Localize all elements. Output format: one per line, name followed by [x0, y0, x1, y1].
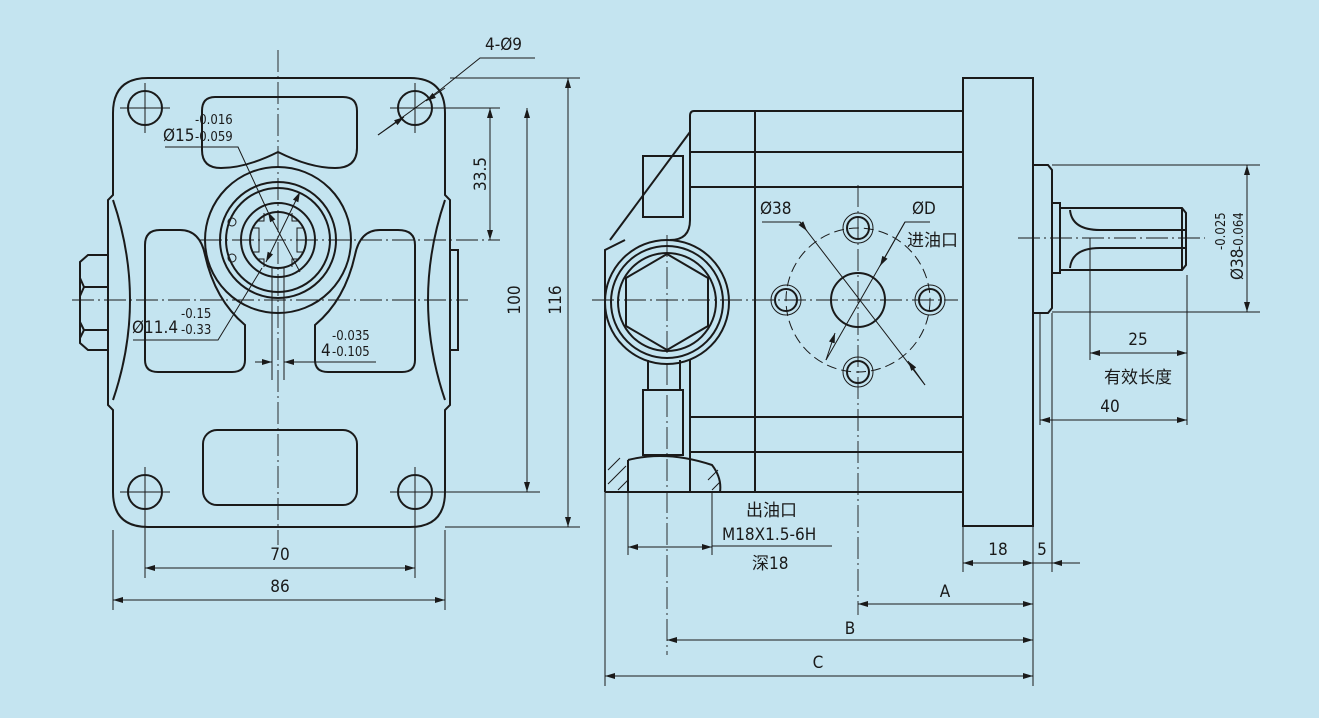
bolt-circle-label: Ø38 — [760, 199, 792, 219]
dim-86: 86 — [270, 577, 289, 597]
lower-boss — [642, 389, 684, 456]
right-pocket — [314, 229, 416, 373]
drain-bolt — [79, 254, 109, 351]
key-width-upper: -0.035 — [332, 329, 370, 344]
shaft-dia-lower: -0.059 — [195, 130, 233, 145]
port-block — [604, 131, 691, 492]
dim-5: 5 — [1037, 540, 1047, 560]
dim-40: 40 — [1100, 397, 1119, 417]
pump-body — [605, 110, 963, 493]
dim-25: 25 — [1128, 330, 1147, 350]
shaft-dia-lower: -0.064 — [1232, 212, 1247, 250]
outlet-depth: 深18 — [752, 554, 788, 574]
front-body-outline — [107, 77, 451, 528]
dim-C: C — [813, 653, 824, 673]
dim-A: A — [940, 582, 951, 602]
mounting-flange — [962, 77, 1034, 527]
front-centerlines — [72, 50, 500, 545]
effective-length: 有效长度 — [1104, 368, 1172, 388]
drive-shaft — [1033, 164, 1187, 314]
inlet-dia-label: ØD — [912, 199, 936, 219]
side-view: Ø38 ØD 进油口 出油口 M18X1.5-6H 深18 Ø38 -0.025… — [592, 77, 1260, 686]
spline-dia-upper: -0.15 — [181, 307, 211, 322]
shaft-dia-nominal: Ø38 — [1228, 249, 1248, 281]
dim-116: 116 — [546, 285, 566, 314]
shaft-dia-nominal: Ø15 — [163, 126, 195, 146]
key-width-lower: -0.105 — [332, 345, 370, 360]
outlet-section — [607, 455, 722, 493]
outlet-label: 出油口 — [746, 501, 797, 521]
holes-label: 4-Ø9 — [485, 35, 522, 55]
lower-boss-neck — [647, 360, 681, 390]
dim-18: 18 — [988, 540, 1007, 560]
key-width-nominal: 4 — [321, 341, 331, 361]
dim-B: B — [845, 619, 856, 639]
outlet-thread: M18X1.5-6H — [722, 525, 816, 545]
upper-boss — [642, 155, 684, 218]
spline-dia-nominal: Ø11.4 — [132, 318, 178, 338]
front-view: 33.5 100 116 70 86 4-Ø9 Ø15 -0.016 -0.05… — [72, 35, 580, 610]
dim-100: 100 — [505, 285, 525, 314]
spline-dia-lower: -0.33 — [181, 323, 211, 338]
left-pocket — [144, 229, 246, 373]
shaft-dia-upper: -0.016 — [195, 113, 233, 128]
bottom-slot — [202, 429, 358, 506]
inlet-label: 进油口 — [907, 231, 958, 251]
dim-70: 70 — [270, 545, 289, 565]
dim-33-5: 33.5 — [471, 157, 491, 191]
shaft-dia-upper: -0.025 — [1214, 212, 1229, 250]
